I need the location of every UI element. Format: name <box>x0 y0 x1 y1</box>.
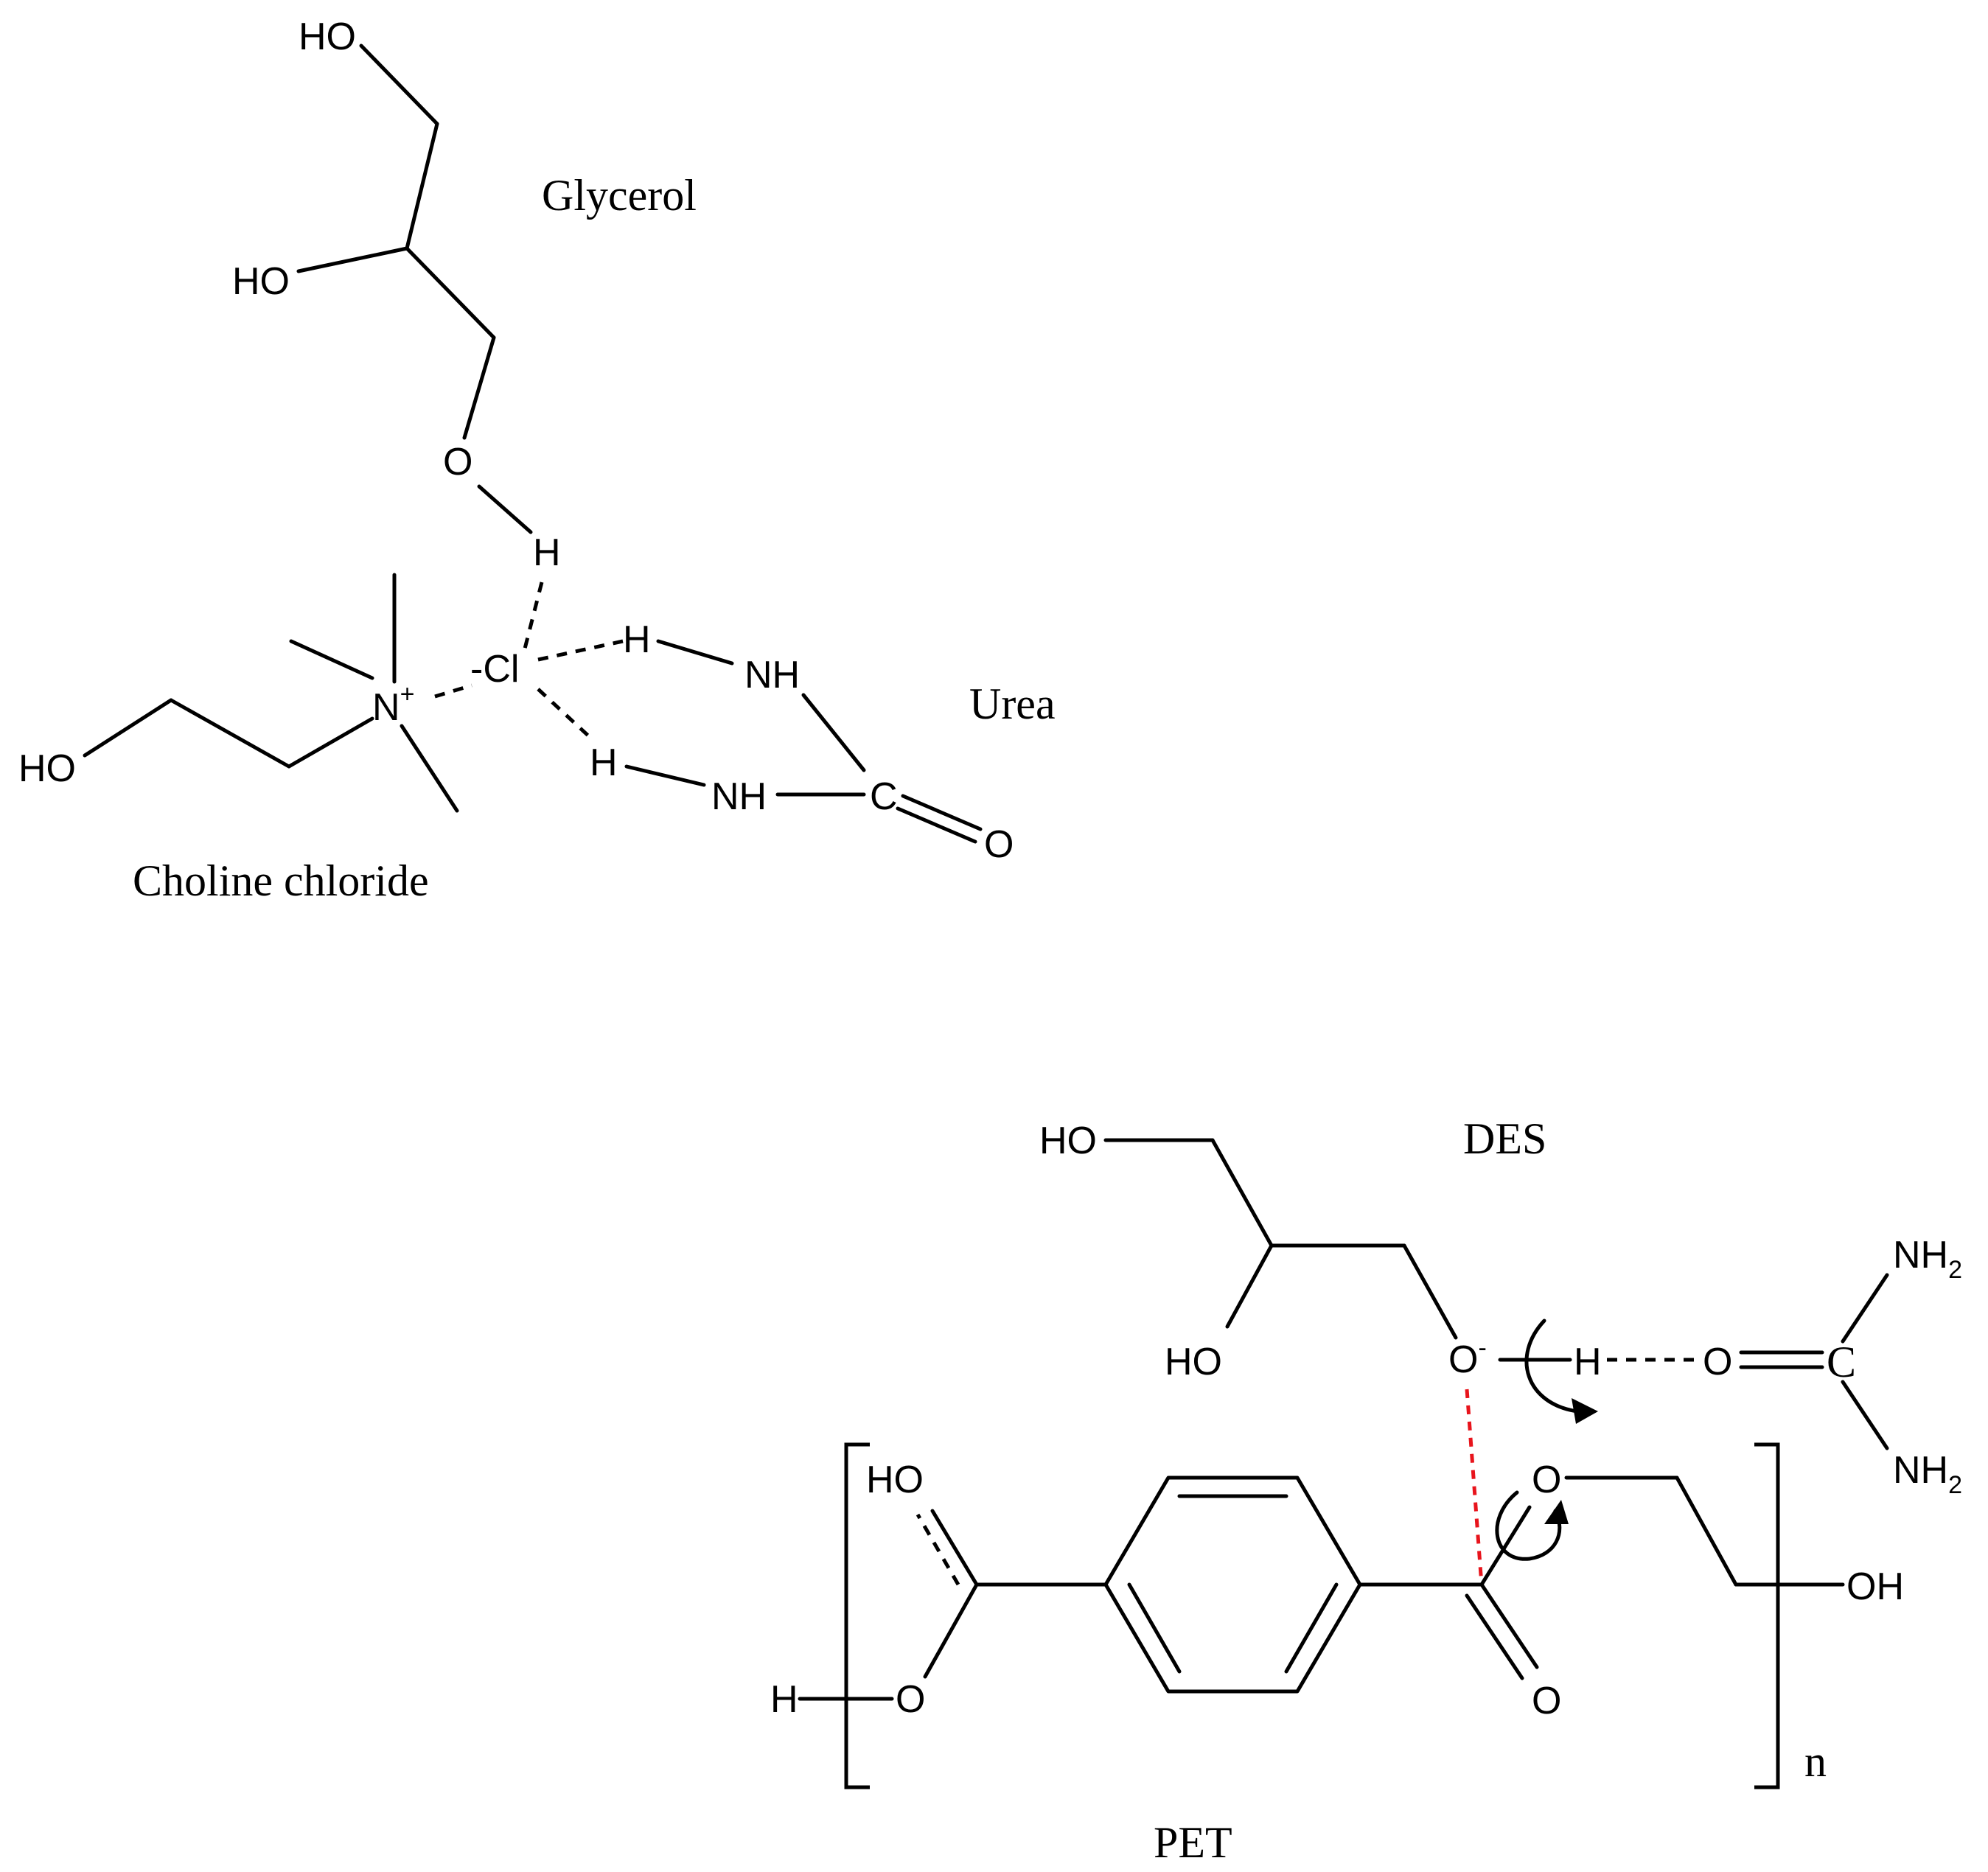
bond <box>1841 1273 1889 1344</box>
bond <box>405 246 496 340</box>
bond <box>1225 1243 1274 1329</box>
des-urea: O C NH2 NH2 <box>1703 1234 1962 1499</box>
atom-cl: -Cl <box>470 648 519 691</box>
atom-o: O <box>1532 1680 1561 1722</box>
repeat-n: n <box>1804 1737 1827 1786</box>
atom-nh: NH <box>711 775 767 818</box>
n-label: N <box>372 686 400 729</box>
atom-ho-2: HO <box>232 260 290 303</box>
bond <box>289 639 374 680</box>
subscript-2: 2 <box>1948 1471 1962 1499</box>
atom-o-minus: O- <box>1448 1334 1487 1381</box>
bond <box>923 1582 979 1679</box>
o-label: O <box>1448 1338 1478 1381</box>
atom-nh2: NH2 <box>1893 1234 1962 1284</box>
atom-ho: HO <box>866 1459 924 1501</box>
bond <box>462 335 496 440</box>
atom-o: O <box>1703 1341 1732 1383</box>
bond <box>930 1509 979 1587</box>
atom-h: H <box>623 618 651 661</box>
atom-h: H <box>590 741 618 784</box>
label-glycerol: Glycerol <box>542 171 697 220</box>
bond <box>400 724 459 813</box>
partial-bond <box>915 1513 960 1586</box>
hydrogen-bond <box>537 688 591 738</box>
atom-o: O <box>984 823 1014 866</box>
bond <box>287 716 374 769</box>
bond <box>1402 1243 1458 1340</box>
atom-c: C <box>1827 1338 1856 1386</box>
bond <box>1210 1138 1274 1248</box>
bond <box>1841 1380 1889 1450</box>
atom-ho: HO <box>1039 1120 1097 1162</box>
right-bracket <box>1754 1442 1780 1789</box>
atom-h: H <box>533 531 561 574</box>
atom-h: H <box>770 1678 798 1721</box>
bond <box>1284 1582 1339 1674</box>
ionic-interaction <box>434 683 472 699</box>
nh-label: NH <box>1893 1449 1948 1492</box>
bond <box>359 43 439 126</box>
minus-charge: - <box>1478 1334 1486 1362</box>
arrowhead-icon <box>1572 1398 1598 1424</box>
atom-h: H <box>1574 1341 1602 1383</box>
atom-nh2: NH2 <box>1893 1449 1962 1499</box>
des-glycerol: HO HO O- H <box>1039 1120 1602 1383</box>
bond <box>477 484 533 534</box>
bond <box>624 764 706 787</box>
bond <box>801 693 866 772</box>
label-pet: PET <box>1154 1818 1232 1867</box>
hydrogen-bond <box>523 581 544 649</box>
atom-ho: HO <box>18 747 76 790</box>
atom-o: O <box>896 1678 925 1721</box>
choline-chloride-molecule: N+ -Cl HO <box>18 573 519 813</box>
electron-arrow <box>1524 1319 1580 1414</box>
benzene-ring <box>1103 1475 1362 1694</box>
atom-ho-1: HO <box>299 15 356 58</box>
atom-c: C <box>870 775 898 818</box>
bond <box>296 246 409 273</box>
arrowhead-icon <box>1544 1500 1569 1524</box>
atom-n: N+ <box>372 680 414 729</box>
glycerol-molecule: HO HO O H <box>232 15 561 574</box>
atom-o: O <box>1532 1459 1561 1501</box>
hydrogen-bond <box>537 639 624 662</box>
subscript-2: 2 <box>1948 1256 1962 1284</box>
urea-molecule: H H NH NH C O <box>590 618 1014 866</box>
bond <box>83 698 173 758</box>
bond <box>169 698 291 769</box>
label-urea: Urea <box>969 680 1056 728</box>
bond <box>1479 1582 1539 1669</box>
electron-arrow <box>1495 1490 1562 1561</box>
label-choline-chloride: Choline chloride <box>133 856 429 905</box>
label-des: DES <box>1463 1114 1546 1163</box>
left-bracket <box>844 1442 870 1789</box>
plus-charge: + <box>400 680 415 708</box>
bond <box>1127 1582 1182 1674</box>
atom-nh: NH <box>744 654 800 696</box>
atom-o: O <box>443 441 472 483</box>
nucleophilic-attack-line <box>1465 1389 1484 1585</box>
bond <box>1465 1593 1524 1680</box>
bond <box>656 639 734 666</box>
nh-label: NH <box>1893 1234 1948 1276</box>
bond <box>1675 1475 1738 1587</box>
bond <box>896 806 977 844</box>
bond <box>1479 1505 1532 1587</box>
pet-polymer: n H O HO O O OH <box>770 1442 1904 1789</box>
bond <box>901 794 983 831</box>
bond <box>405 122 439 251</box>
atom-ho: HO <box>1165 1341 1222 1383</box>
atom-oh: OH <box>1846 1565 1904 1608</box>
